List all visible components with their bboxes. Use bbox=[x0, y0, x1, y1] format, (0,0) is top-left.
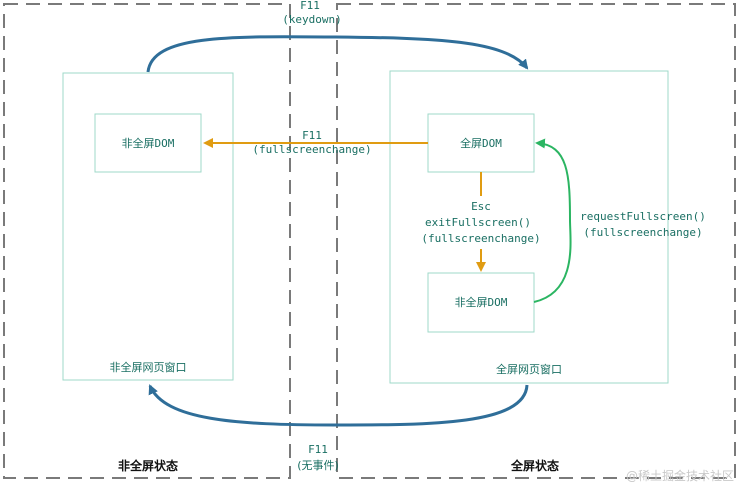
non-fullscreen-dom-label: 非全屏DOM bbox=[455, 295, 508, 309]
esc-key-label: Esc bbox=[471, 200, 491, 213]
esc-method-label: exitFullscreen() bbox=[425, 216, 531, 229]
fullscreen-zone bbox=[336, 3, 736, 479]
non-fullscreen-window bbox=[62, 72, 234, 381]
fullscreen-dom-node bbox=[427, 113, 535, 173]
left-dom-label: 非全屏DOM bbox=[122, 136, 175, 150]
top-f11-key: F11 bbox=[300, 0, 320, 12]
right-zone-title: 全屏状态 bbox=[510, 458, 559, 473]
non-fullscreen-zone bbox=[3, 3, 291, 479]
watermark: @稀土掘金技术社区 bbox=[626, 468, 734, 483]
request-event-label: (fullscreenchange) bbox=[583, 226, 702, 239]
left-dom-node bbox=[94, 113, 202, 173]
request-fullscreen-arrow bbox=[533, 138, 572, 303]
middle-f11-key: F11 bbox=[302, 129, 322, 142]
left-zone-title: 非全屏状态 bbox=[118, 458, 178, 473]
top-f11-arrow bbox=[146, 35, 529, 73]
fullscreen-window bbox=[389, 70, 669, 384]
request-method-label: requestFullscreen() bbox=[580, 210, 706, 223]
middle-f11-event: (fullscreenchange) bbox=[252, 143, 371, 156]
bottom-f11-event: (无事件) bbox=[297, 459, 339, 472]
bottom-f11-arrow bbox=[148, 384, 529, 427]
esc-event-label: (fullscreenchange) bbox=[421, 232, 540, 245]
right-window-caption: 全屏网页窗口 bbox=[496, 362, 562, 376]
bottom-f11-key: F11 bbox=[308, 443, 328, 456]
fullscreen-dom-label: 全屏DOM bbox=[460, 136, 502, 150]
top-f11-event: (keydown) bbox=[282, 13, 342, 26]
left-window-caption: 非全屏网页窗口 bbox=[110, 360, 187, 374]
non-fullscreen-dom-node bbox=[427, 272, 535, 333]
